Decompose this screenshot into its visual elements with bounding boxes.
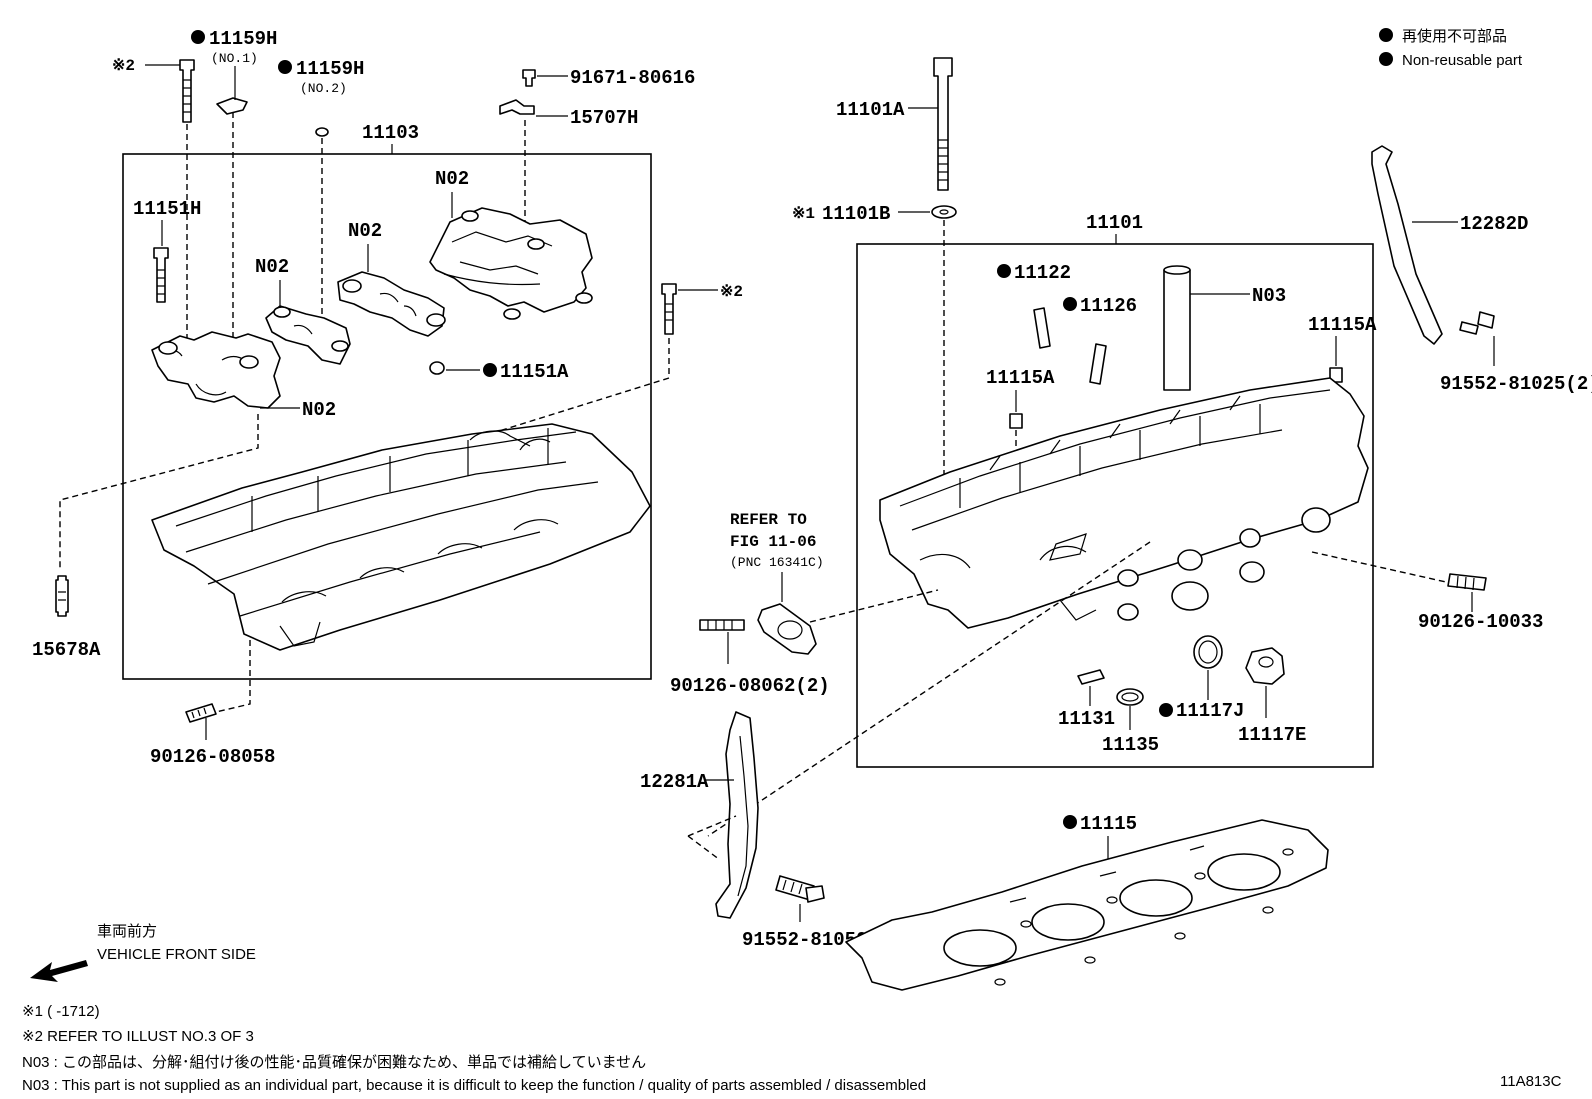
label-11115A-left[interactable]: 11115A	[986, 367, 1055, 389]
label-11101A[interactable]: 11101A	[836, 99, 905, 121]
plug-11117E	[1245, 647, 1285, 685]
bolt-91671	[522, 69, 536, 87]
cam-housing-n02	[429, 207, 593, 313]
pin-11122	[1033, 307, 1051, 349]
label-91671-80616[interactable]: 91671-80616	[570, 67, 695, 89]
bolt-91552-81050	[775, 875, 825, 903]
label-12282D[interactable]: 12282D	[1460, 213, 1528, 235]
label-11126[interactable]: 11126	[1080, 295, 1137, 317]
non-reusable-dot-icon	[483, 363, 497, 377]
bolt-11101A	[933, 57, 953, 191]
label-15707H[interactable]: 15707H	[570, 107, 638, 129]
refer-line-2: FIG 11-06	[730, 533, 816, 551]
label-11103[interactable]: 11103	[362, 122, 419, 144]
washer-11101B	[931, 205, 957, 219]
label-n02-4[interactable]: N02	[435, 168, 469, 190]
bolt-right-ref2	[661, 283, 677, 335]
gasket-11117J	[1193, 635, 1223, 669]
legend-en: Non-reusable part	[1402, 52, 1523, 69]
bracket-15707H	[499, 99, 535, 115]
figure-code: 11A813C	[1500, 1073, 1562, 1090]
non-reusable-dot-icon	[1063, 815, 1077, 829]
washer-11159H-no2	[315, 127, 329, 137]
plate-11159H-no1	[216, 97, 248, 115]
label-11131[interactable]: 11131	[1058, 708, 1115, 730]
label-12281A[interactable]: 12281A	[640, 771, 709, 793]
camshaft-housing-11103	[151, 423, 651, 651]
front-arrow-icon	[30, 960, 88, 982]
label-11117J[interactable]: 11117J	[1176, 700, 1244, 722]
legend-jp: 再使用不可部品	[1402, 28, 1507, 45]
label-n02-3[interactable]: N02	[348, 220, 382, 242]
mark-ref2-right: ※2	[720, 283, 743, 301]
label-11151A[interactable]: 11151A	[500, 361, 569, 383]
label-90126-08058[interactable]: 90126-08058	[150, 746, 275, 768]
label-n02-2[interactable]: N02	[255, 256, 289, 278]
label-11159H-no2-sub: (NO.2)	[300, 81, 347, 96]
label-90126-10033[interactable]: 90126-10033	[1418, 611, 1543, 633]
sleeve-n03	[1163, 269, 1191, 391]
bolt-11151H	[153, 247, 169, 303]
label-11115A-right[interactable]: 11115A	[1308, 314, 1377, 336]
dowel-15678A	[55, 575, 69, 617]
gasket-16341C	[757, 603, 817, 655]
label-11122[interactable]: 11122	[1014, 262, 1071, 284]
note-n03-jp: N03 : この部品は、分解･組付け後の性能･品質確保が困難なため、単品では補給…	[22, 1053, 646, 1071]
label-15678A[interactable]: 15678A	[32, 639, 101, 661]
non-reusable-dot-icon	[1063, 297, 1077, 311]
box-11103	[122, 153, 652, 680]
ring-11135	[1116, 688, 1144, 706]
note-n03-en: N03 : This part is not supplied as an in…	[22, 1077, 926, 1094]
direction-jp: 車両前方	[97, 923, 157, 940]
bolt-91552-81025	[1459, 311, 1495, 335]
label-11159H-no1-sub: (NO.1)	[211, 51, 258, 66]
guide-12281A	[715, 711, 759, 919]
label-91552-81050[interactable]: 91552-81050	[742, 929, 867, 951]
cam-cap-n02-2	[265, 305, 351, 365]
legend: 再使用不可部品 Non-reusable part	[1379, 28, 1523, 69]
label-11135[interactable]: 11135	[1102, 734, 1159, 756]
label-11101B[interactable]: 11101B	[822, 203, 890, 225]
label-11101[interactable]: 11101	[1086, 212, 1143, 234]
non-reusable-dot-icon	[1159, 703, 1173, 717]
mark-ref2-top: ※2	[112, 57, 135, 75]
direction-en: VEHICLE FRONT SIDE	[97, 946, 256, 963]
note-ref2: ※2 REFER TO ILLUST NO.3 OF 3	[22, 1028, 254, 1045]
non-reusable-dot-icon	[997, 264, 1011, 278]
label-11159H-no1[interactable]: 11159H	[209, 28, 277, 50]
bracket-12282D	[1371, 145, 1443, 345]
head-gasket-11115	[845, 819, 1329, 991]
stud-90126-10033	[1447, 573, 1487, 591]
label-11115[interactable]: 11115	[1080, 813, 1137, 835]
box-11101	[856, 243, 1374, 768]
pin-11126	[1089, 343, 1107, 385]
label-n02-1[interactable]: N02	[302, 399, 336, 421]
refer-line-1: REFER TO	[730, 511, 807, 529]
label-11117E[interactable]: 11117E	[1238, 724, 1306, 746]
cylinder-head-11101	[879, 377, 1369, 629]
cam-cap-n02-1	[151, 331, 281, 409]
cam-cap-n02-3	[337, 271, 445, 337]
plug-11131	[1077, 669, 1105, 685]
label-90126-08062[interactable]: 90126-08062(2)	[670, 675, 830, 697]
label-11159H-no2[interactable]: 11159H	[296, 58, 364, 80]
mark-ref1: ※1	[792, 205, 815, 223]
dowel-11115A-left	[1009, 413, 1023, 429]
note-ref1: ※1 ( -1712)	[22, 1003, 100, 1020]
bolt-top-left	[179, 59, 195, 123]
refer-line-3: (PNC 16341C)	[730, 555, 824, 570]
stud-90126-08062	[699, 619, 745, 631]
stud-90126-08058	[185, 703, 217, 723]
label-11151H[interactable]: 11151H	[133, 198, 201, 220]
non-reusable-dot-icon	[1379, 52, 1393, 66]
label-n03[interactable]: N03	[1252, 285, 1286, 307]
cap-11151A	[429, 361, 445, 375]
non-reusable-dot-icon	[278, 60, 292, 74]
non-reusable-dot-icon	[191, 30, 205, 44]
non-reusable-dot-icon	[1379, 28, 1393, 42]
label-91552-81025[interactable]: 91552-81025(2)	[1440, 373, 1592, 395]
